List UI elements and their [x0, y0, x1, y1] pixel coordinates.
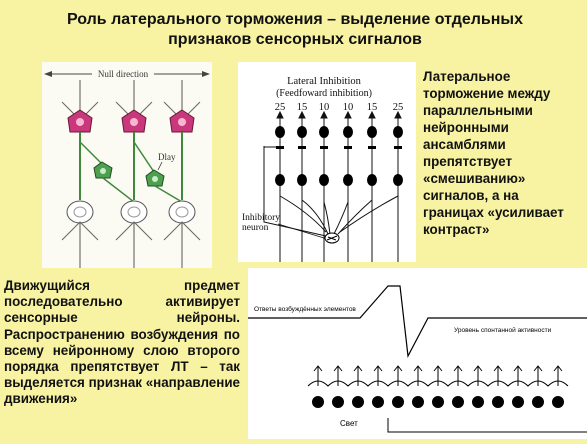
neuron-label: neuron: [242, 223, 269, 233]
null-direction-label: Null direction: [98, 69, 149, 79]
green-interneuron: [93, 161, 113, 179]
delay-label: Dlay: [158, 152, 176, 162]
direction-selectivity-diagram: Null direction: [42, 62, 212, 268]
lateral-inhibition-description: Латеральное торможение между параллельны…: [423, 69, 564, 237]
light-response-diagram: Ответы возбуждённых элементов Уровень сп…: [248, 268, 587, 439]
green-interneuron: [145, 169, 165, 187]
output-neuron: [120, 200, 148, 224]
magenta-neuron: [169, 109, 195, 133]
magenta-neuron: [67, 109, 93, 133]
inhibitory-label: Inhibitory: [242, 213, 280, 223]
value-label: 15: [367, 102, 378, 113]
lateral-inhibition-diagram: Lateral Inhibition (Feedfoward inhibitio…: [238, 62, 416, 262]
movement-direction-description: Движущийся предмет последовательно актив…: [4, 278, 240, 407]
response-trace: [248, 285, 587, 359]
receptor-dots: [312, 396, 564, 408]
slide-title: Роль латерального торможения – выделение…: [66, 11, 523, 48]
output-neuron: [66, 200, 94, 224]
neuron-arrows: [313, 365, 563, 386]
value-label: 25: [393, 102, 404, 113]
light-label: Свет: [340, 419, 358, 428]
excitatory-response-label: Ответы возбуждённых элементов: [254, 305, 356, 313]
magenta-neuron: [121, 109, 147, 133]
value-label: 15: [297, 102, 308, 113]
spontaneous-level-label: Уровень спонтанной активности: [454, 326, 552, 334]
lateral-inhibition-title: Lateral Inhibition: [287, 76, 362, 87]
light-stimulus-line: [387, 418, 587, 433]
feedforward-subtitle: (Feedfoward inhibition): [276, 88, 372, 99]
value-label: 25: [275, 102, 286, 113]
value-label: 10: [343, 102, 354, 113]
output-neuron: [168, 200, 196, 224]
value-label: 10: [319, 102, 330, 113]
